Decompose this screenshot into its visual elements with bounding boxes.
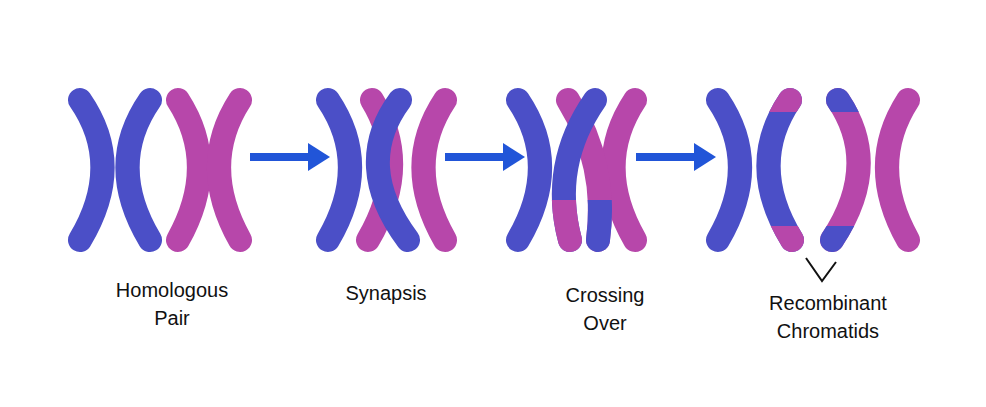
stage-group: Synapsis bbox=[330, 85, 445, 345]
stage-label-block: Recombinant Chromatids bbox=[758, 289, 898, 345]
stage-label: Crossing Over bbox=[555, 281, 655, 337]
exchanged-segment bbox=[832, 226, 859, 240]
blue-chromatid bbox=[564, 100, 595, 240]
blue-chromatid bbox=[128, 100, 151, 240]
blue-chromatid bbox=[328, 100, 350, 240]
blue-chromatid bbox=[718, 100, 740, 240]
exchanged-segment bbox=[832, 100, 859, 112]
pink-chromatid bbox=[614, 100, 636, 240]
stage-label: Synapsis bbox=[331, 279, 441, 307]
stage-group: Crossing Over bbox=[525, 85, 636, 345]
pink-chromatid bbox=[424, 100, 446, 240]
stage-label-block: Crossing Over bbox=[555, 281, 655, 337]
exchanged-segment bbox=[768, 100, 792, 112]
pink-chromatid bbox=[178, 100, 199, 240]
blue-chromatid bbox=[80, 100, 103, 240]
blue-chromatid bbox=[518, 100, 540, 240]
blue-chromatid bbox=[378, 100, 408, 240]
stage-label: Recombinant Chromatids bbox=[758, 289, 898, 345]
exchanged-segment bbox=[564, 200, 595, 240]
pink-chromatid bbox=[887, 100, 908, 240]
stage-arrow bbox=[636, 153, 694, 161]
stage-label: Homologous Pair bbox=[107, 276, 237, 332]
exchanged-segment bbox=[768, 226, 792, 240]
stage-group: Recombinant Chromatids bbox=[716, 85, 918, 345]
stage-label-block: Homologous Pair bbox=[107, 276, 237, 332]
stage-label-block: Synapsis bbox=[331, 279, 441, 307]
stage-arrow bbox=[445, 153, 503, 161]
pink-chromatid bbox=[219, 100, 240, 240]
recombinant-chromatid bbox=[768, 100, 792, 240]
leader-line bbox=[806, 258, 836, 281]
stage-group: Homologous Pair bbox=[68, 85, 250, 345]
stage-arrow bbox=[250, 153, 308, 161]
recombinant-chromatid bbox=[832, 100, 859, 240]
